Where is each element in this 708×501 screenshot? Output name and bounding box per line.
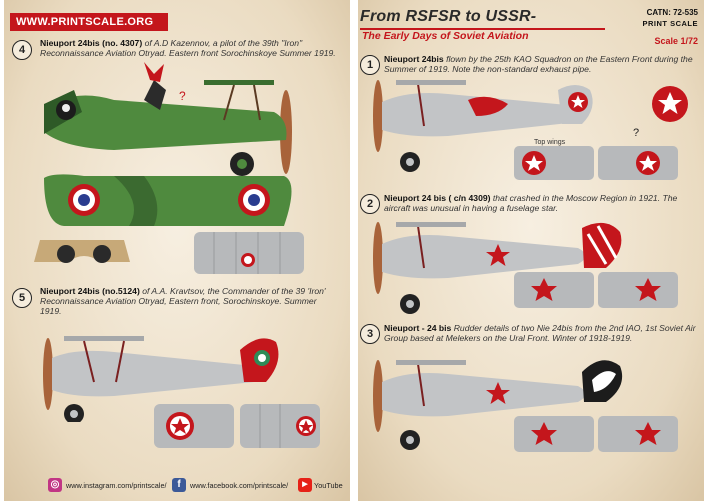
sheet-title: From RSFSR to USSR- xyxy=(360,8,537,25)
propeller xyxy=(373,80,383,152)
red-star-icon xyxy=(171,418,189,434)
question-mark: ? xyxy=(633,127,639,139)
winged-emblem-icon xyxy=(468,96,508,116)
profile-4-side-view: ? xyxy=(44,62,292,176)
question-mark: ? xyxy=(179,89,186,103)
profile-4-details xyxy=(34,232,304,274)
profile-1-description: Nieuport 24bis flown by the 25th KAO Squ… xyxy=(384,54,696,74)
profile-4-text: of A.D Kazennov, a pilot of the 39th "Ir… xyxy=(40,38,336,59)
profile-number-2: 2 xyxy=(360,194,380,214)
facebook-icon[interactable]: f xyxy=(172,478,186,492)
left-sheet: WWW.PRINTSCALE.ORG 4 Nieuport 24bis (no.… xyxy=(4,0,350,501)
scale-label: Scale 1/72 xyxy=(654,36,698,46)
profile-3-description: Nieuport - 24 bis Rudder details of two … xyxy=(384,323,696,343)
website-banner[interactable]: WWW.PRINTSCALE.ORG xyxy=(10,13,168,31)
sheet-subtitle: The Early Days of Soviet Aviation xyxy=(362,30,529,42)
profile-2-text: that crashed in the Moscow Region in 192… xyxy=(384,193,678,214)
devil-emblem-icon xyxy=(144,80,166,110)
profile-4-description: Nieuport 24bis (no. 4307) of A.D Kazenno… xyxy=(40,38,340,58)
profile-3-wings xyxy=(514,416,678,452)
profile-1-name: Nieuport 24bis xyxy=(384,54,444,64)
top-wings-label: Top wings xyxy=(534,139,566,146)
profile-4-name: Nieuport 24bis (no. 4307) xyxy=(40,38,143,48)
profile-2-side-view xyxy=(373,222,622,314)
red-star-icon xyxy=(635,278,661,301)
wing-panel-right xyxy=(598,272,678,308)
facebook-link[interactable]: www.facebook.com/printscale/ xyxy=(190,481,289,490)
profile-2-description: Nieuport 24 bis ( c/n 4309) that crashed… xyxy=(384,193,696,213)
profile-1-text: flown by the 25th KAO Squadron on the Ea… xyxy=(384,54,693,75)
profile-number-5: 5 xyxy=(12,288,32,308)
fuselage-star-icon xyxy=(486,244,510,266)
red-star-icon xyxy=(531,422,557,445)
youtube-link[interactable]: YouTube xyxy=(314,481,343,490)
tailplane xyxy=(34,240,130,262)
upper-wing xyxy=(44,174,292,226)
skull-icon xyxy=(62,104,70,112)
profile-5-description: Nieuport 24bis (no.5124) of A.A. Kravtso… xyxy=(40,286,340,317)
instagram-icon[interactable]: ◎ xyxy=(48,478,62,492)
profile-5-side-view xyxy=(43,336,279,422)
profile-number-1: 1 xyxy=(360,55,380,75)
devil-insignia-icon xyxy=(144,62,164,82)
title-underline xyxy=(360,28,605,30)
striped-rudder xyxy=(582,222,622,268)
profile-5-name: Nieuport 24bis (no.5124) xyxy=(40,286,140,296)
profile-number-3: 3 xyxy=(360,324,380,344)
catalog-number: CATN: 72-535 xyxy=(646,8,698,17)
social-footer: ◎ www.instagram.com/printscale/ f www.fa… xyxy=(4,471,350,501)
wing-panel-left xyxy=(514,272,594,308)
red-star-icon xyxy=(635,422,661,445)
red-star-icon xyxy=(299,420,313,433)
white-star-icon xyxy=(658,92,682,114)
profile-5-text: of A.A. Kravtsov, the Commander of the 3… xyxy=(40,286,326,317)
profile-number-4: 4 xyxy=(12,40,32,60)
profile-1-side-view: ? xyxy=(373,80,688,172)
fuselage xyxy=(52,350,262,397)
propeller xyxy=(43,338,53,410)
profile-3-text: Rudder details of two Nie 24bis from the… xyxy=(384,323,696,344)
profile-2-wings xyxy=(514,272,678,308)
profile-1-wings xyxy=(514,146,678,180)
profile-4-wing-plan xyxy=(44,174,292,226)
right-sheet: From RSFSR to USSR- The Early Days of So… xyxy=(358,0,704,501)
top-wing xyxy=(204,80,274,85)
propeller xyxy=(373,360,383,432)
youtube-icon[interactable]: ▶ xyxy=(298,478,312,492)
profile-3-side-view xyxy=(373,360,623,450)
brand-logo: PRINT SCALE xyxy=(642,19,698,28)
wing-panel-left xyxy=(514,416,594,452)
fuselage-star-icon xyxy=(486,382,510,404)
red-star-icon xyxy=(531,278,557,301)
top-wing xyxy=(64,336,144,341)
wing-panel-right xyxy=(598,416,678,452)
profile-3-name: Nieuport - 24 bis xyxy=(384,323,452,333)
fuselage xyxy=(382,373,586,417)
instagram-link[interactable]: www.instagram.com/printscale/ xyxy=(66,481,167,490)
lower-wing xyxy=(194,232,304,274)
profile-5-wings xyxy=(154,404,320,448)
fuselage xyxy=(44,95,287,150)
propeller xyxy=(373,222,383,294)
profile-2-name: Nieuport 24 bis ( c/n 4309) xyxy=(384,193,491,203)
fuselage xyxy=(382,235,586,279)
